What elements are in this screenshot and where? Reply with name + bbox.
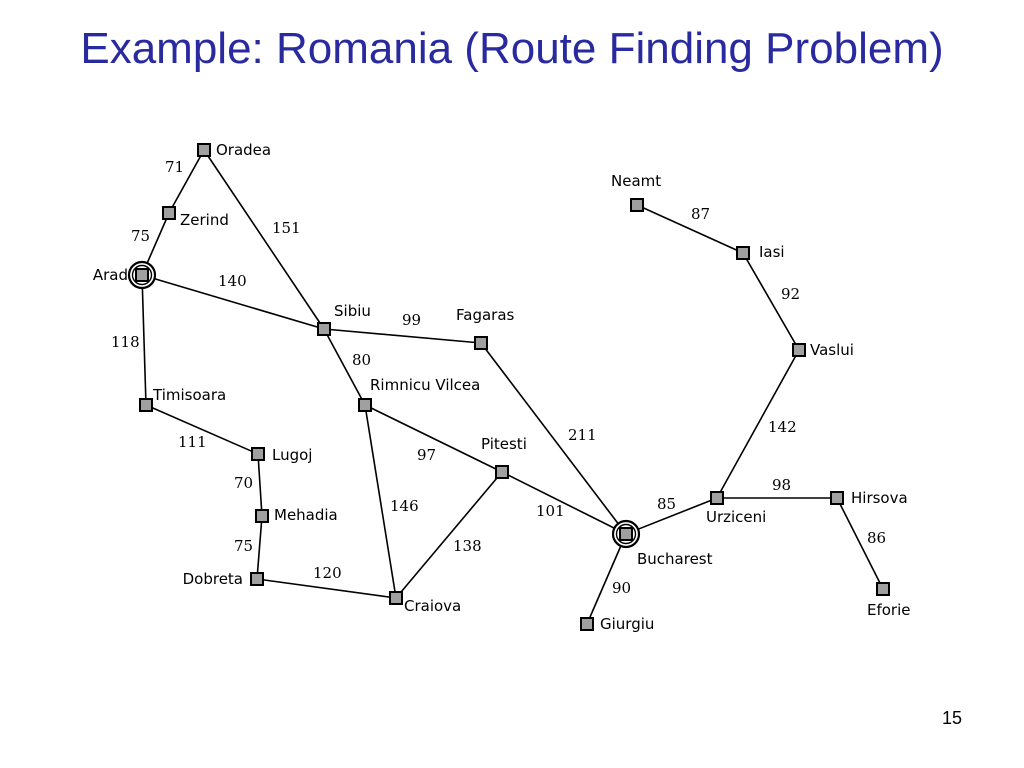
city-node-sibiu <box>317 322 331 336</box>
city-node-iasi <box>736 246 750 260</box>
city-node-oradea <box>197 143 211 157</box>
city-node-timisoara <box>139 398 153 412</box>
distance-label-zerind-arad: 75 <box>131 227 150 245</box>
road-pitesti-bucharest <box>501 471 627 535</box>
city-nodes-layer <box>127 143 890 631</box>
road-rimnicu-pitesti <box>364 404 503 473</box>
distance-labels-layer: 71 75 151 140 118 111 70 75 120 99 80 97 146 138 211 10… <box>111 158 886 597</box>
city-label-neamt: Neamt <box>611 172 661 190</box>
city-node-hirsova <box>830 491 844 505</box>
road-timisoara-lugoj <box>145 404 259 455</box>
road-bucharest-urziceni <box>625 497 718 535</box>
roads-layer <box>141 149 884 625</box>
distance-label-rimnicu-pitesti: 97 <box>417 446 436 464</box>
city-label-oradea: Oradea <box>216 141 271 159</box>
city-node-rimnicu <box>358 398 372 412</box>
distance-label-bucharest-urziceni: 85 <box>657 495 676 513</box>
road-lugoj-mehadia <box>257 453 263 517</box>
road-vaslui-iasi <box>742 252 800 351</box>
city-label-bucharest: Bucharest <box>637 550 713 568</box>
road-rimnicu-craiova <box>364 404 397 599</box>
city-label-iasi: Iasi <box>759 243 785 261</box>
distance-label-arad-sibiu: 140 <box>218 272 247 290</box>
road-craiova-pitesti <box>395 471 503 599</box>
city-node-arad <box>127 260 157 290</box>
distance-label-sibiu-fagaras: 99 <box>402 311 421 329</box>
distance-label-bucharest-giurgiu: 90 <box>612 579 631 597</box>
city-label-timisoara: Timisoara <box>152 386 226 404</box>
city-label-arad: Arad <box>93 266 128 284</box>
city-label-sibiu: Sibiu <box>334 302 371 320</box>
road-arad-timisoara <box>141 274 147 406</box>
city-label-dobreta: Dobreta <box>183 570 243 588</box>
distance-label-oradea-sibiu: 151 <box>272 219 301 237</box>
road-arad-sibiu <box>141 274 325 330</box>
city-label-vaslui: Vaslui <box>810 341 854 359</box>
city-node-eforie <box>876 582 890 596</box>
city-node-giurgiu <box>580 617 594 631</box>
city-names-layer: OradeaZerindAradTimisoaraLugojMehadiaDob… <box>93 141 911 633</box>
road-mehadia-dobreta <box>256 515 263 580</box>
city-label-lugoj: Lugoj <box>272 446 312 464</box>
city-label-eforie: Eforie <box>867 601 911 619</box>
city-label-zerind: Zerind <box>180 211 229 229</box>
road-urziceni-vaslui <box>716 349 800 499</box>
distance-label-dobreta-craiova: 120 <box>313 564 342 582</box>
road-sibiu-fagaras <box>323 328 482 344</box>
city-label-mehadia: Mehadia <box>274 506 338 524</box>
road-iasi-neamt <box>636 204 744 254</box>
city-node-fagaras <box>474 336 488 350</box>
distance-label-urziceni-vaslui: 142 <box>768 418 797 436</box>
distance-label-craiova-pitesti: 138 <box>453 537 482 555</box>
road-fagaras-bucharest <box>480 342 627 535</box>
distance-label-lugoj-mehadia: 70 <box>234 474 253 492</box>
road-sibiu-rimnicu <box>323 328 366 406</box>
distance-label-rimnicu-craiova: 146 <box>390 497 419 515</box>
road-oradea-zerind <box>168 149 205 214</box>
distance-label-pitesti-bucharest: 101 <box>536 502 565 520</box>
page-number: 15 <box>941 708 962 728</box>
city-node-mehadia <box>255 509 269 523</box>
city-node-zerind <box>162 206 176 220</box>
distance-label-oradea-zerind: 71 <box>165 158 184 176</box>
city-node-pitesti <box>495 465 509 479</box>
distance-label-sibiu-rimnicu: 80 <box>352 351 371 369</box>
city-node-lugoj <box>251 447 265 461</box>
city-label-craiova: Craiova <box>404 597 461 615</box>
city-node-bucharest <box>611 519 641 549</box>
distance-label-urziceni-hirsova: 98 <box>772 476 791 494</box>
road-oradea-sibiu <box>203 149 325 330</box>
city-label-giurgiu: Giurgiu <box>600 615 654 633</box>
distance-label-vaslui-iasi: 92 <box>781 285 800 303</box>
city-label-rimnicu: Rimnicu Vilcea <box>370 376 480 394</box>
road-dobreta-craiova <box>256 578 397 599</box>
city-label-pitesti: Pitesti <box>481 435 527 453</box>
city-label-hirsova: Hirsova <box>851 489 908 507</box>
city-label-urziceni: Urziceni <box>706 508 766 526</box>
distance-label-mehadia-dobreta: 75 <box>234 537 253 555</box>
city-node-craiova <box>389 591 403 605</box>
city-node-dobreta <box>250 572 264 586</box>
city-node-neamt <box>630 198 644 212</box>
road-hirsova-eforie <box>836 497 884 590</box>
distance-label-iasi-neamt: 87 <box>691 205 710 223</box>
city-label-fagaras: Fagaras <box>456 306 515 324</box>
city-node-urziceni <box>710 491 724 505</box>
slide-title: Example: Romania (Route Finding Problem) <box>80 24 944 73</box>
distance-label-timisoara-lugoj: 111 <box>178 433 207 451</box>
distance-label-fagaras-bucharest: 211 <box>568 426 597 444</box>
city-node-vaslui <box>792 343 806 357</box>
distance-label-hirsova-eforie: 86 <box>867 529 886 547</box>
distance-label-arad-timisoara: 118 <box>111 333 140 351</box>
road-bucharest-giurgiu <box>586 533 627 625</box>
